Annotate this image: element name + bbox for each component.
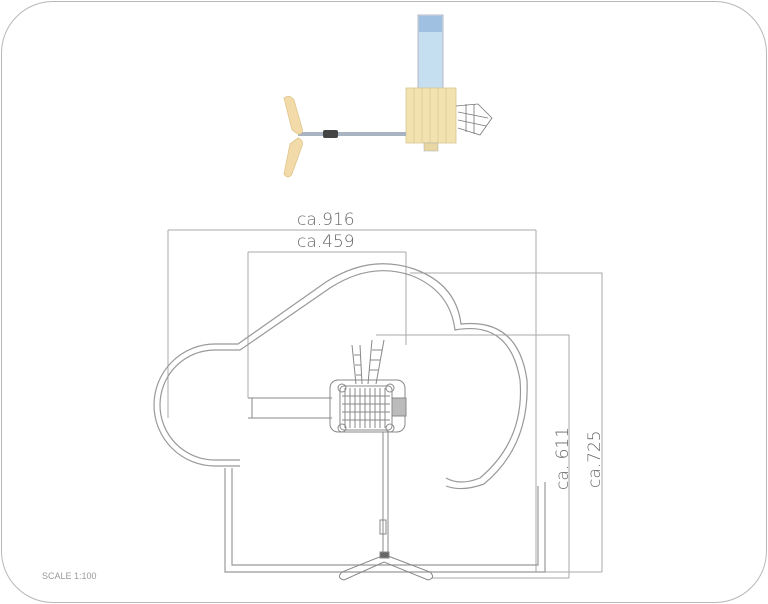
- dimension-lines: [167, 229, 603, 579]
- slide-plan: [248, 397, 332, 419]
- dimension-inner-height: ca. 611: [553, 427, 573, 490]
- dimension-inner-width: ca.459: [297, 232, 355, 252]
- swing-beam-plan: [382, 432, 389, 555]
- swing-legs: [283, 96, 303, 178]
- dimension-overall-width: ca.916: [297, 210, 355, 230]
- swing-legs-plan: [338, 555, 434, 581]
- ladder-plan: [351, 339, 385, 385]
- connector: [323, 130, 338, 138]
- tower: [405, 87, 457, 152]
- swing-beam: [298, 130, 406, 138]
- dimension-overall-height: ca.725: [585, 430, 605, 488]
- safety-zone-outline: [153, 263, 546, 573]
- playset-plan: [248, 339, 434, 581]
- climbing-net: [455, 103, 493, 136]
- product-render: [283, 14, 493, 178]
- scale-label: SCALE 1:100: [42, 571, 97, 581]
